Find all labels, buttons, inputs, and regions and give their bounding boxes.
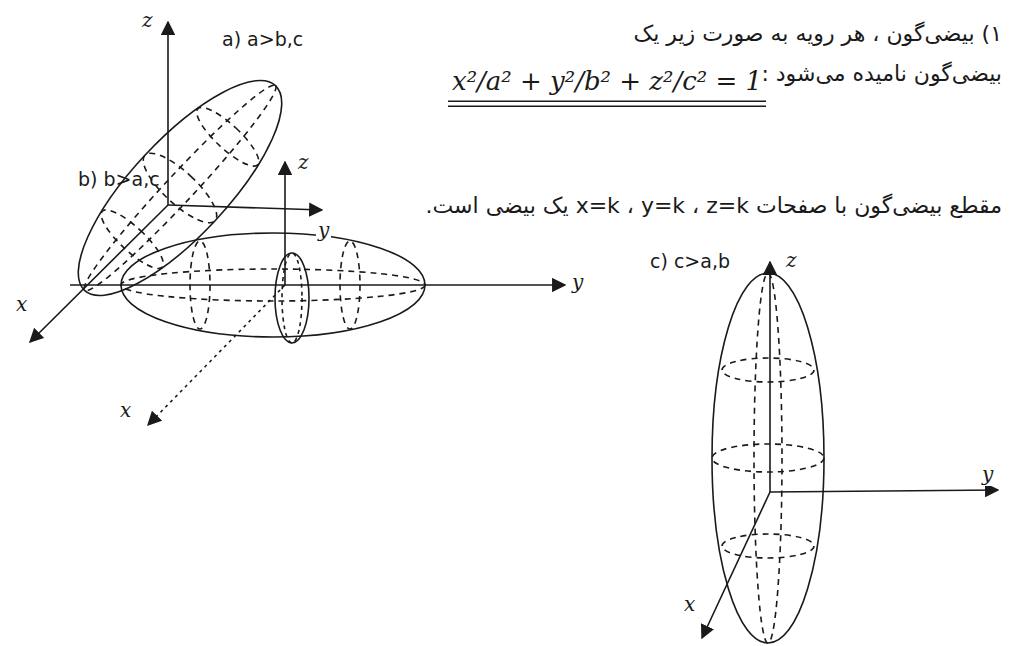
ellipsoid-b	[121, 233, 425, 343]
axis-label: y	[316, 218, 331, 242]
case-label: c) c>a,b	[650, 250, 730, 273]
axis-label: y	[570, 270, 585, 294]
ellipsoid-c	[712, 273, 824, 643]
y-axis	[168, 205, 322, 210]
ellipsoid-equation: x²/a² + y²/b² + z²/c² = 1	[452, 66, 762, 97]
case-label: a) a>b,c	[222, 28, 303, 51]
axis-label: z	[296, 150, 311, 174]
ellipsoid-a	[49, 53, 310, 323]
x-axis	[30, 205, 168, 342]
z-axis	[284, 162, 286, 285]
section-note: مقطع بیضی‌گون با صفحات x=k ، y=k ، z=k ی…	[352, 186, 1002, 226]
x-axis	[702, 492, 770, 638]
x-axis	[148, 285, 285, 425]
axis-label: y	[980, 462, 995, 486]
axis-label: z	[140, 8, 155, 32]
z-axis	[167, 22, 169, 205]
y-axis	[70, 284, 565, 286]
axis-label: x	[682, 592, 697, 616]
axis-label: z	[784, 248, 799, 272]
axis-label: x	[118, 398, 133, 422]
y-axis	[770, 490, 998, 492]
case-label: b) b>a,c	[78, 168, 160, 191]
equation-underline	[448, 100, 766, 102]
axis-label: x	[14, 292, 29, 316]
equation-underline	[448, 105, 766, 107]
z-axis	[769, 262, 771, 492]
